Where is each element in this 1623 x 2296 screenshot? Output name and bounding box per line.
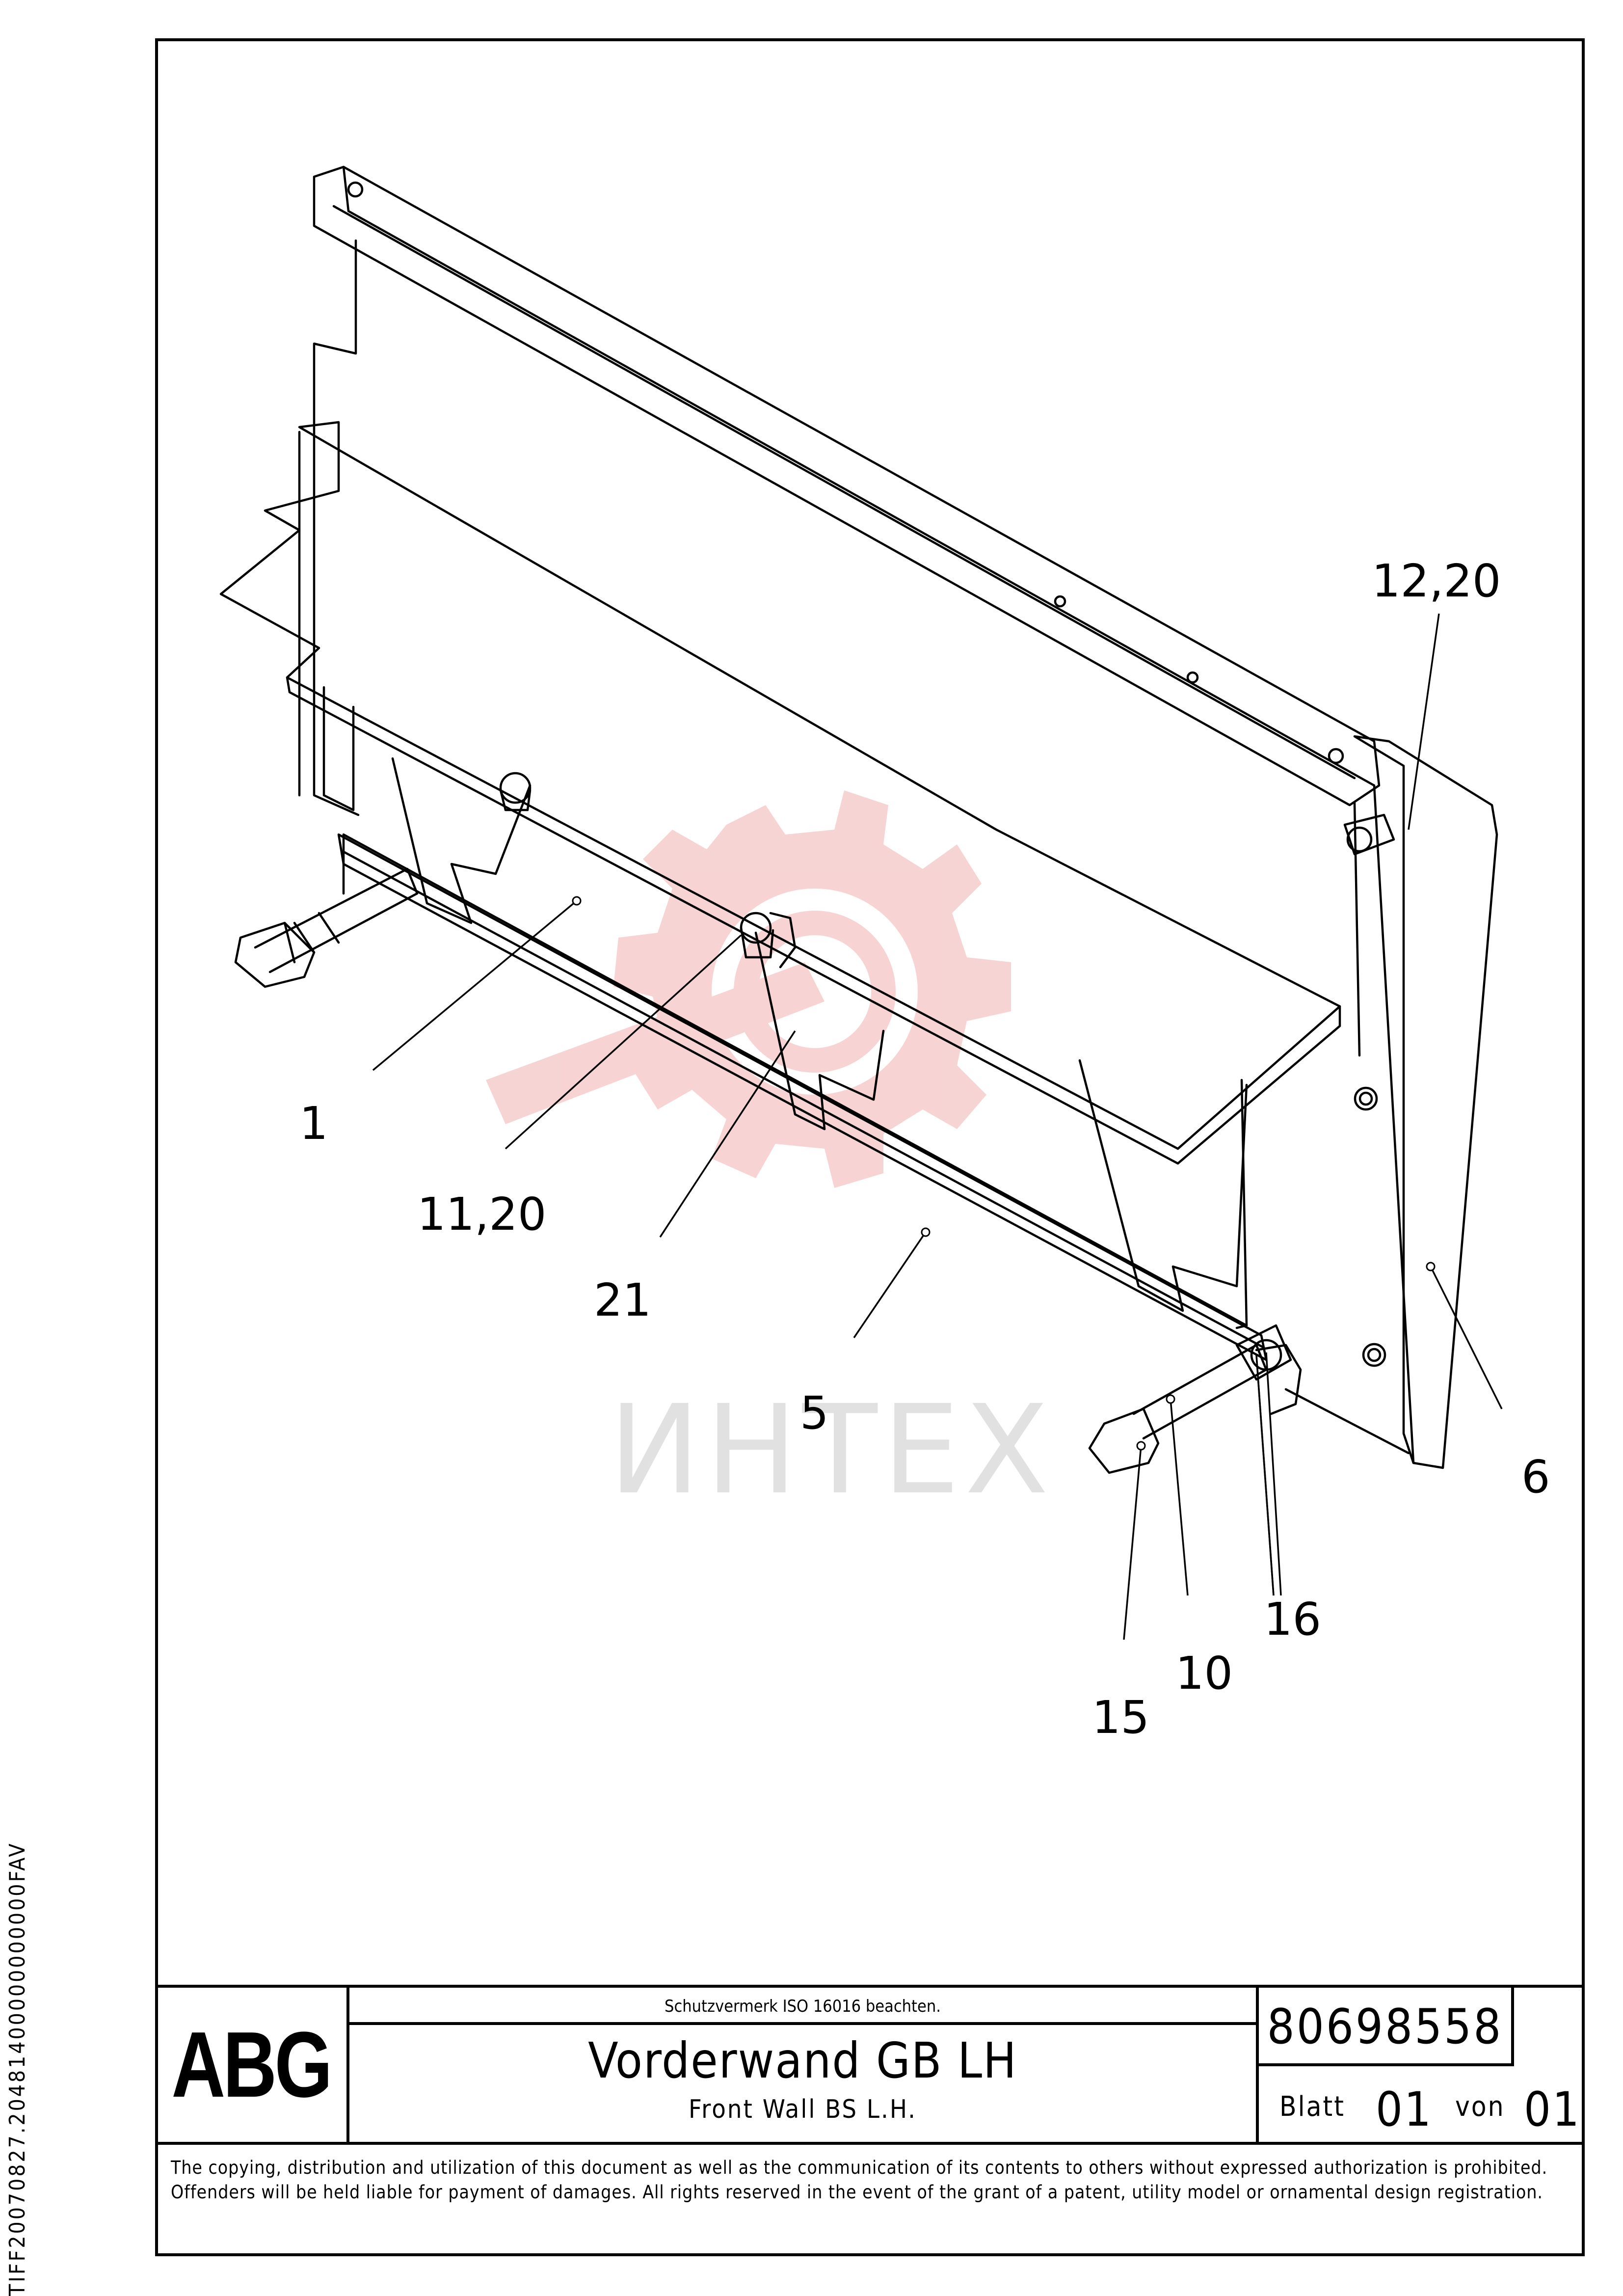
back-plate bbox=[313, 239, 360, 816]
sheet-number: 01 bbox=[1376, 2082, 1433, 2137]
drawing-title-german: Vorderwand GB LH bbox=[588, 2032, 1017, 2089]
sheet-total: 01 bbox=[1524, 2082, 1581, 2137]
watermark-text: ИНТЕХ bbox=[609, 1378, 1054, 1521]
threaded-rod-right bbox=[1132, 1344, 1268, 1440]
watermark-gear-icon bbox=[486, 790, 1011, 1188]
callout-12-20: 12,20 bbox=[1372, 555, 1501, 607]
leader-dots bbox=[572, 896, 1436, 1451]
sheet-label: Blatt bbox=[1279, 2091, 1345, 2123]
drawing-title-english: Front Wall BS L.H. bbox=[689, 2095, 917, 2124]
callout-15: 15 bbox=[1092, 1691, 1149, 1744]
copyright-notice: The copying, distribution and utilizatio… bbox=[155, 2142, 1585, 2256]
bracket-right bbox=[1078, 1059, 1248, 1312]
drawing-number: 80698558 bbox=[1259, 1988, 1514, 2066]
callout-5: 5 bbox=[800, 1387, 829, 1439]
leader-lines bbox=[372, 613, 1503, 1640]
protection-note: Schutzvermerk ISO 16016 beachten. bbox=[349, 1988, 1256, 2025]
logo-cell: ABG bbox=[155, 1988, 349, 2142]
shelf-plate bbox=[219, 421, 1341, 1150]
sheet-info: Blatt 01 von 01 bbox=[1259, 2066, 1585, 2142]
callout-21: 21 bbox=[594, 1274, 651, 1326]
company-logo: ABG bbox=[171, 2013, 332, 2117]
threaded-rod-left bbox=[254, 867, 419, 973]
title-block: ABG Schutzvermerk ISO 16016 beachten. Vo… bbox=[155, 1985, 1585, 2256]
callout-10: 10 bbox=[1175, 1647, 1233, 1700]
top-rail bbox=[313, 165, 1381, 807]
of-label: von bbox=[1455, 2091, 1505, 2123]
callout-6: 6 bbox=[1521, 1451, 1550, 1503]
callout-labels: 12,20 1 11,20 21 5 6 16 10 15 bbox=[299, 555, 1550, 1744]
callout-16: 16 bbox=[1264, 1593, 1321, 1646]
side-plate bbox=[1353, 735, 1498, 1469]
archive-code: TIFF20070827.20481400000000000FAV bbox=[5, 1841, 30, 2296]
callout-1: 1 bbox=[299, 1097, 328, 1150]
title-cell: Schutzvermerk ISO 16016 beachten. Vorder… bbox=[349, 1988, 1256, 2142]
title-block-main: ABG Schutzvermerk ISO 16016 beachten. Vo… bbox=[155, 1985, 1585, 2142]
drawing-frame bbox=[155, 38, 1585, 2256]
callout-11-20: 11,20 bbox=[417, 1188, 546, 1241]
number-cell: 80698558 Blatt 01 von 01 bbox=[1256, 1988, 1585, 2142]
